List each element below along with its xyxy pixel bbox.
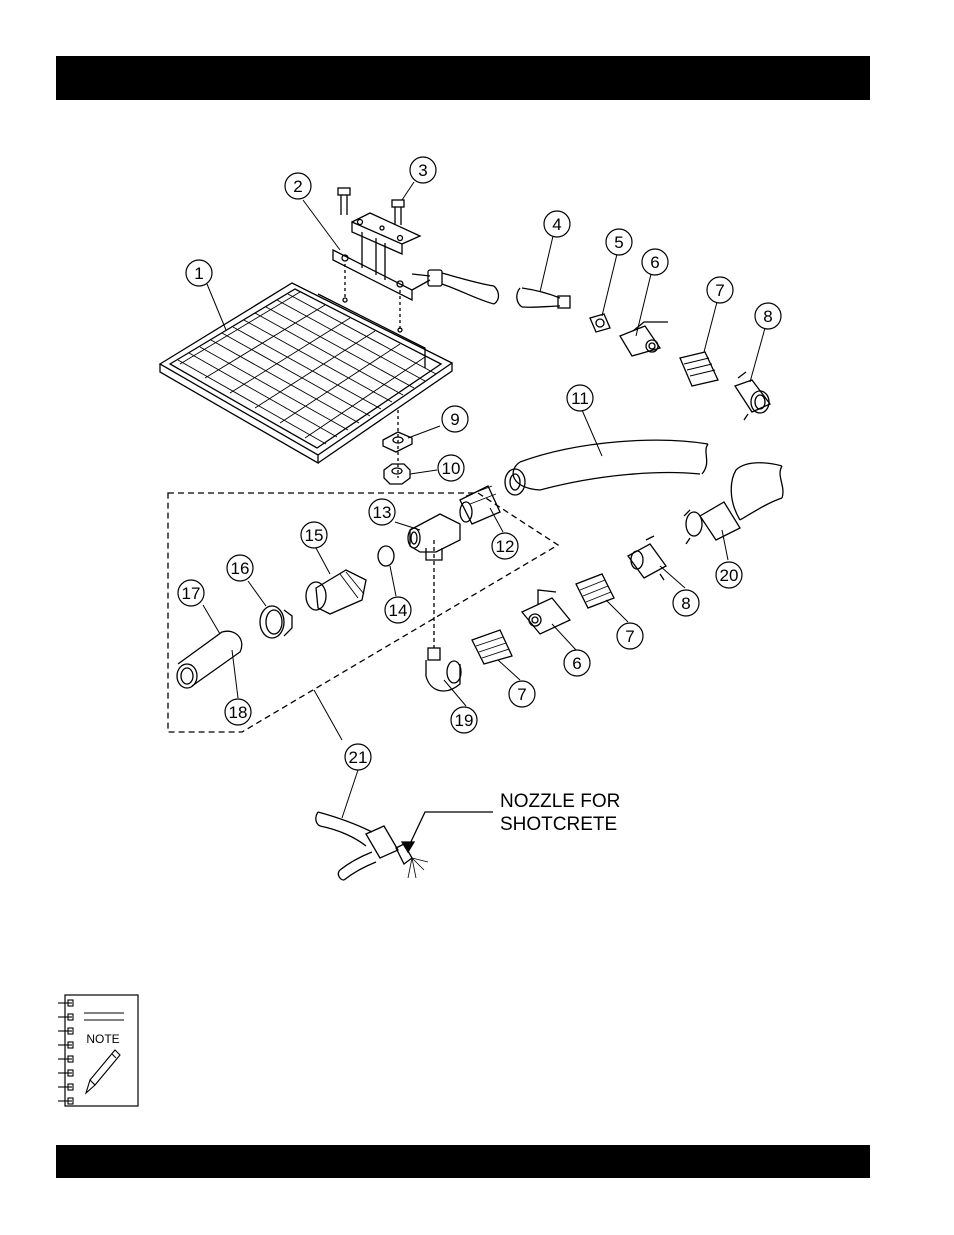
callout-11: 11 xyxy=(567,385,593,411)
ball-valve xyxy=(522,590,570,634)
nozzle-adaptor xyxy=(306,570,366,614)
small-hose xyxy=(412,270,570,308)
svg-text:21: 21 xyxy=(349,748,368,767)
callout-19: 19 xyxy=(451,707,477,733)
nozzle-tip xyxy=(177,631,242,688)
callout-20: 20 xyxy=(716,562,742,588)
callout-7-middle: 7 xyxy=(617,623,643,649)
mounting-bracket xyxy=(333,213,430,332)
svg-text:10: 10 xyxy=(442,459,461,478)
street-elbow xyxy=(426,540,461,691)
hose-nipple xyxy=(680,352,718,386)
bolt xyxy=(338,188,350,215)
hose-nipple xyxy=(472,630,512,664)
svg-text:12: 12 xyxy=(496,537,515,556)
callout-4: 4 xyxy=(544,211,570,237)
svg-text:9: 9 xyxy=(450,410,459,429)
svg-text:2: 2 xyxy=(293,177,302,196)
callout-10: 10 xyxy=(438,455,464,481)
callout-5: 5 xyxy=(606,229,632,255)
callout-6-lower: 6 xyxy=(564,650,590,676)
callout-15: 15 xyxy=(301,522,327,548)
callout-1: 1 xyxy=(186,260,212,286)
callout-16: 16 xyxy=(227,555,253,581)
callout-13: 13 xyxy=(369,499,395,525)
nozzle-assembly-outline xyxy=(168,493,558,732)
callout-7-upper: 7 xyxy=(707,277,733,303)
svg-text:6: 6 xyxy=(650,253,659,272)
svg-text:3: 3 xyxy=(418,161,427,180)
callout-8-lower: 8 xyxy=(673,590,699,616)
shotcrete-nozzle-inset xyxy=(316,812,493,880)
svg-text:20: 20 xyxy=(720,566,739,585)
nozzle-label-line2: SHOTCRETE xyxy=(500,814,617,835)
wing-coupling xyxy=(735,372,770,420)
note-label: NOTE xyxy=(86,1032,119,1046)
callout-2: 2 xyxy=(285,173,311,199)
callout-9: 9 xyxy=(442,406,468,432)
svg-text:4: 4 xyxy=(552,215,561,234)
note-icon: NOTE xyxy=(58,995,138,1106)
callout-18: 18 xyxy=(225,699,251,725)
svg-text:7: 7 xyxy=(715,281,724,300)
svg-text:17: 17 xyxy=(182,584,201,603)
svg-text:6: 6 xyxy=(572,654,581,673)
svg-text:16: 16 xyxy=(231,559,250,578)
hose-end xyxy=(731,463,783,520)
svg-text:15: 15 xyxy=(305,526,324,545)
retaining-ring xyxy=(260,606,292,638)
svg-text:7: 7 xyxy=(517,685,526,704)
nozzle-label-line1: NOZZLE FOR xyxy=(500,791,620,812)
svg-text:5: 5 xyxy=(614,233,623,252)
hex-nut xyxy=(384,464,410,484)
leader-lines xyxy=(203,182,765,818)
hose-nipple xyxy=(460,486,500,524)
svg-text:13: 13 xyxy=(373,503,392,522)
callout-8-upper: 8 xyxy=(755,303,781,329)
svg-text:18: 18 xyxy=(229,703,248,722)
pipe-tee xyxy=(408,514,460,560)
ball-valve xyxy=(620,322,668,356)
callouts: 1 2 3 4 5 6 7 8 9 10 11 12 13 14 15 16 1… xyxy=(178,157,781,770)
svg-text:1: 1 xyxy=(194,264,203,283)
wing-coupling xyxy=(628,536,666,580)
svg-text:14: 14 xyxy=(389,601,408,620)
cam-coupling xyxy=(684,502,740,544)
callout-7-lower: 7 xyxy=(509,681,535,707)
bolt xyxy=(392,200,404,225)
reducer-fitting xyxy=(590,314,610,332)
svg-text:7: 7 xyxy=(625,627,634,646)
svg-text:19: 19 xyxy=(455,711,474,730)
o-ring xyxy=(378,546,394,566)
svg-text:8: 8 xyxy=(763,307,772,326)
svg-text:11: 11 xyxy=(571,389,589,408)
callout-17: 17 xyxy=(178,580,204,606)
callout-6-upper: 6 xyxy=(642,249,668,275)
callout-14: 14 xyxy=(385,597,411,623)
svg-text:8: 8 xyxy=(681,594,690,613)
callout-12: 12 xyxy=(492,533,518,559)
callout-3: 3 xyxy=(410,157,436,183)
material-hose xyxy=(505,440,708,495)
callout-21: 21 xyxy=(345,744,371,770)
